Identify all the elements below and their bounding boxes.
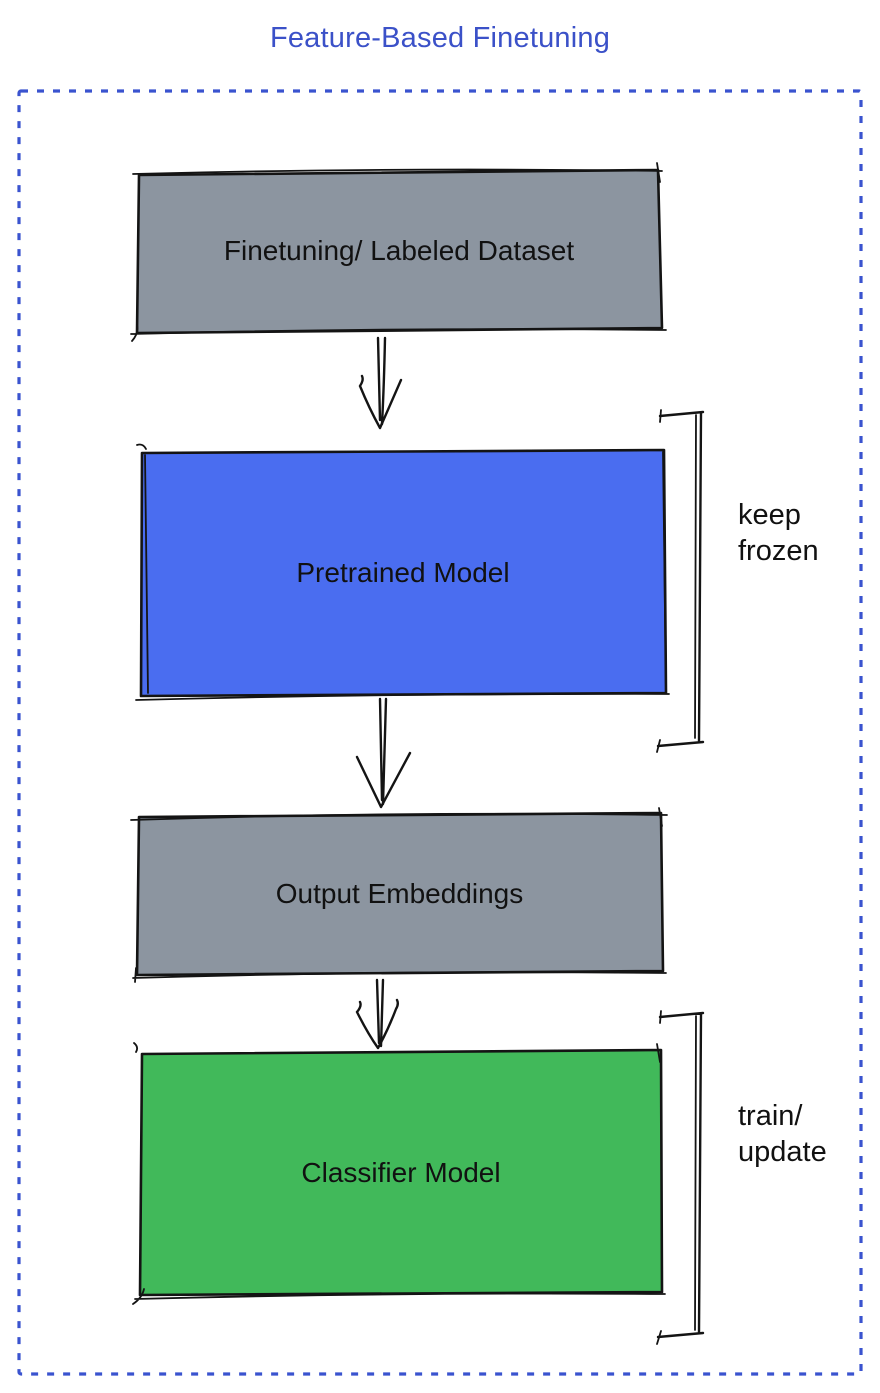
box-output-embeddings-shape	[135, 811, 665, 977]
box-pretrained-model	[135, 443, 670, 701]
bracket-keep-frozen	[656, 409, 705, 753]
annotation-keep-frozen: keep frozen	[738, 499, 819, 567]
arrow-head	[355, 751, 412, 809]
box-output-embeddings	[130, 807, 668, 983]
arrow-shaft	[375, 978, 385, 1048]
bracket-stroke-inner	[656, 1010, 697, 1345]
bracket-stroke	[656, 410, 705, 748]
box-classifier-model	[132, 1042, 666, 1305]
arrow-shaft	[378, 697, 388, 806]
box-finetuning-dataset-sketch	[130, 162, 667, 342]
box-finetuning-dataset-shape	[135, 168, 664, 335]
box-finetuning-dataset	[130, 162, 667, 342]
bracket-stroke	[656, 1011, 705, 1339]
diagram-title: Feature-Based Finetuning	[269, 22, 611, 54]
annotation-train-update: train/ update	[738, 1100, 827, 1168]
dashed-border	[17, 89, 863, 1376]
arrow-shaft	[376, 336, 387, 426]
arrow-head	[358, 374, 403, 430]
arrow-dataset-to-pretrained	[358, 336, 403, 430]
arrow-embeddings-to-classifier	[355, 978, 399, 1050]
box-classifier-model-sketch	[132, 1042, 666, 1305]
box-pretrained-model-sketch	[135, 443, 670, 701]
box-classifier-model-shape	[138, 1048, 664, 1297]
box-output-embeddings-sketch	[130, 807, 668, 983]
bracket-stroke-inner	[656, 409, 697, 753]
bracket-train-update	[656, 1010, 705, 1345]
arrow-pretrained-to-embeddings	[355, 697, 412, 809]
box-pretrained-model-shape	[139, 448, 668, 698]
arrow-head	[355, 998, 399, 1050]
